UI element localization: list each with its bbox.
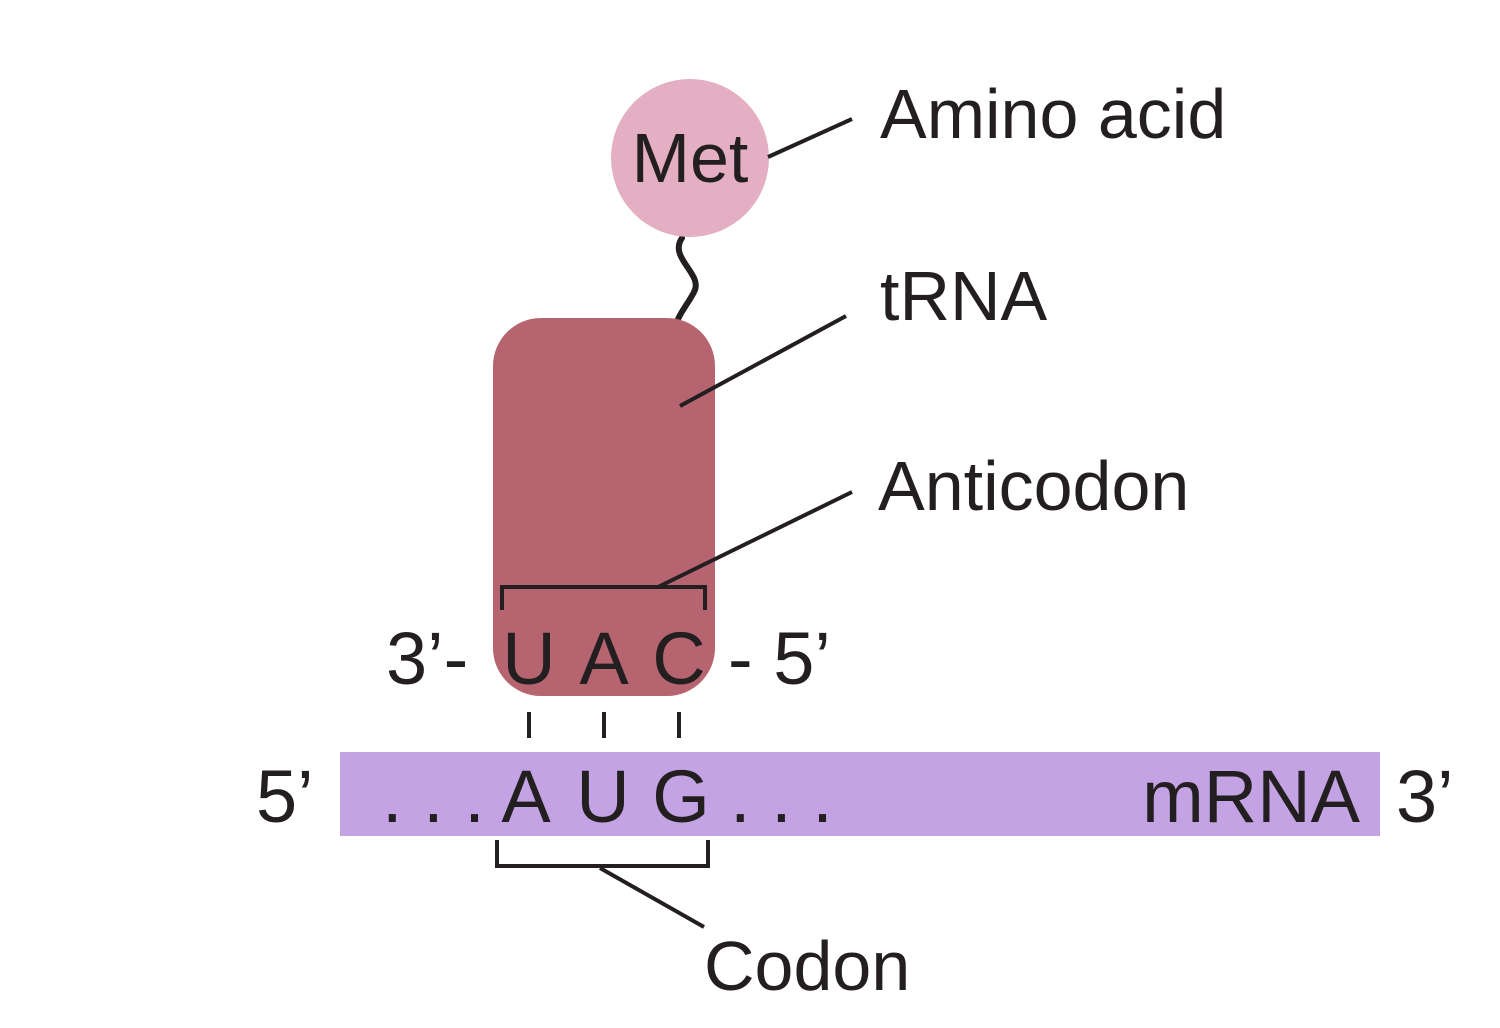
trna-leader-line bbox=[679, 314, 847, 408]
mrna-dots-after: . . . bbox=[730, 755, 833, 838]
trna-label: tRNA bbox=[880, 257, 1048, 335]
mrna-dots-before: . . . bbox=[382, 755, 485, 838]
anticodon-bracket bbox=[500, 585, 707, 610]
anticodon-base: U bbox=[502, 617, 555, 700]
codon-bracket bbox=[495, 840, 710, 868]
amino-acid-leader-line bbox=[767, 117, 853, 159]
mrna-base: U bbox=[576, 755, 629, 838]
mrna-prime-right: 3’ bbox=[1396, 755, 1454, 838]
amino-acid-label: Amino acid bbox=[880, 75, 1226, 153]
anticodon-base: A bbox=[579, 617, 629, 700]
mrna-base: A bbox=[501, 755, 551, 838]
trna-body bbox=[493, 318, 715, 696]
amino-acid-circle bbox=[611, 79, 769, 237]
anticodon-label: Anticodon bbox=[878, 447, 1189, 525]
anticodon-prime-left: 3’- bbox=[386, 617, 468, 700]
anticodon-base: C bbox=[652, 617, 705, 700]
mrna-base: G bbox=[652, 755, 710, 838]
codon-leader-line bbox=[599, 866, 705, 929]
mrna-label: mRNA bbox=[1142, 755, 1361, 838]
anticodon-prime-right: - 5’ bbox=[728, 617, 831, 700]
amino-acid-linker bbox=[673, 235, 699, 327]
codon-label: Codon bbox=[704, 927, 910, 1005]
amino-acid-abbreviation: Met bbox=[632, 119, 749, 197]
mrna-strand bbox=[340, 752, 1380, 836]
mrna-prime-left: 5’ bbox=[256, 755, 314, 838]
anticodon-leader-line bbox=[657, 490, 853, 589]
